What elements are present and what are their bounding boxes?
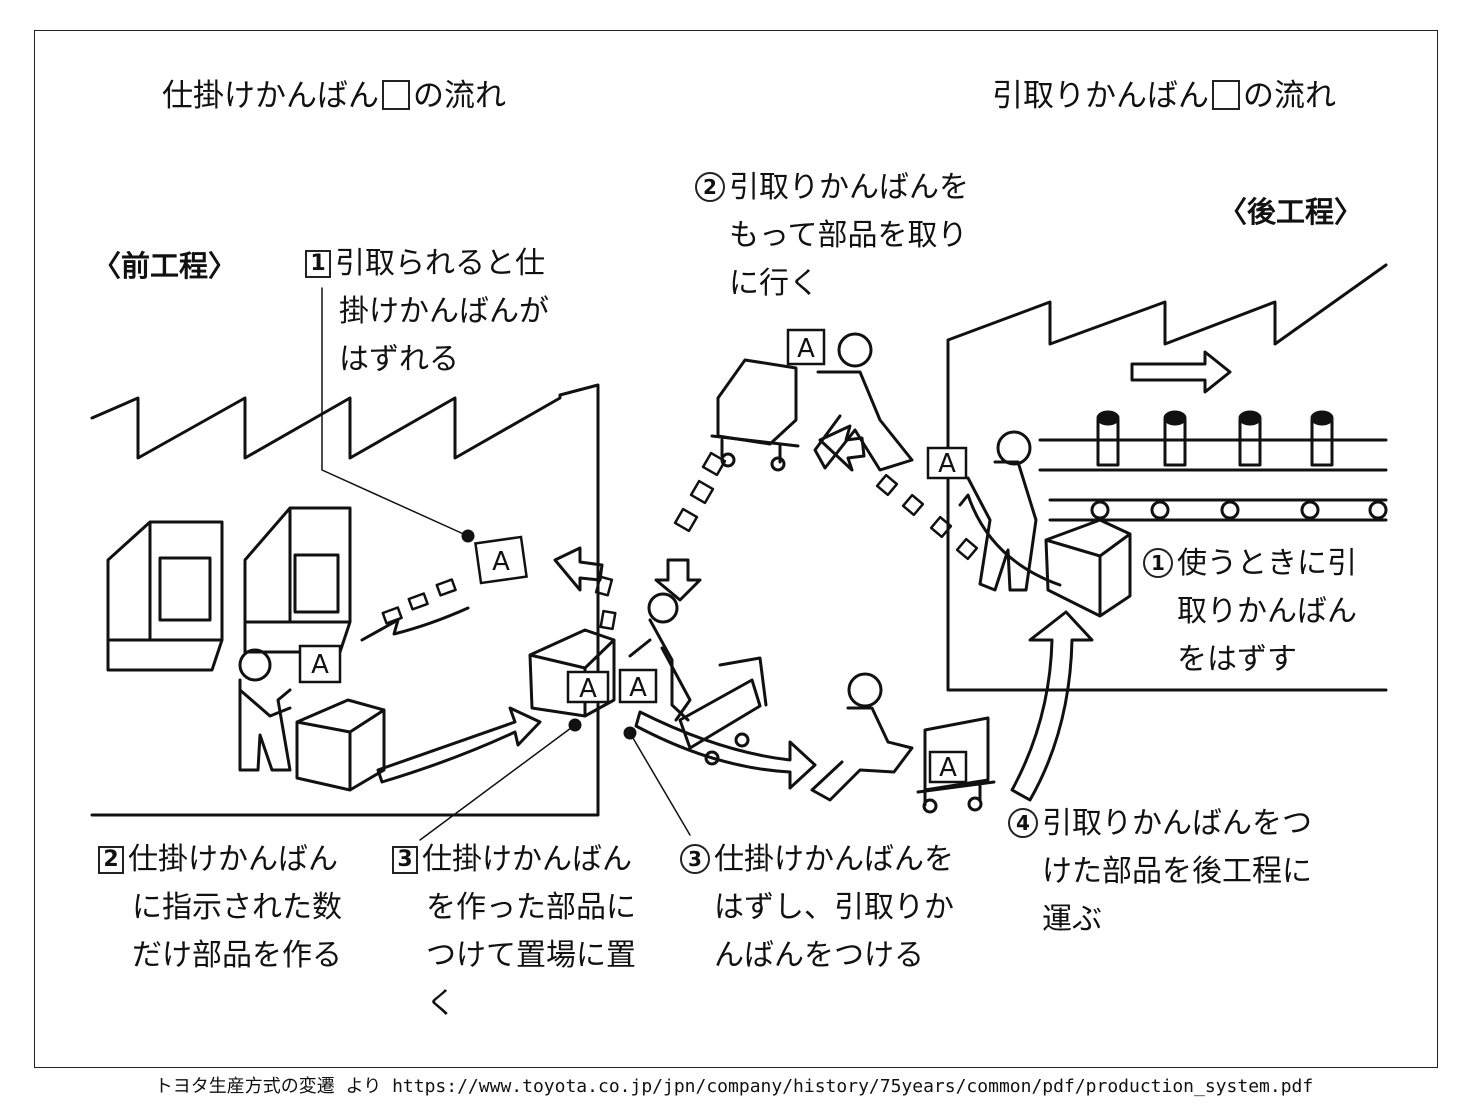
kanban-card-letter: A	[311, 650, 329, 680]
source-citation: トヨタ生産方式の変遷 より https://www.toyota.co.jp/j…	[154, 1076, 1314, 1097]
worker-carrier-bottom	[810, 706, 914, 802]
kanban-card-letter: A	[629, 673, 647, 703]
arrow-make-to-store	[376, 706, 542, 784]
worker-downstream	[966, 460, 1038, 592]
arrow-detach-downstream	[958, 493, 1062, 587]
arrow-kanban-removed	[553, 546, 604, 592]
kanban-loop-dashes	[381, 451, 979, 631]
worker-upstream	[238, 678, 292, 772]
leader-step3-box	[419, 724, 576, 841]
kanban-card-7: A	[928, 750, 968, 784]
label-downstream-process: 〈後工程〉	[1218, 195, 1364, 229]
flow-arrow-right	[1130, 350, 1232, 394]
machine-left	[106, 520, 224, 672]
kanban-card-letter: A	[492, 547, 510, 577]
cart-box-bottom	[923, 716, 990, 792]
arrow-down-to-store	[654, 558, 702, 602]
arrow-store-to-cart	[634, 710, 817, 790]
kanban-card-letter: A	[797, 334, 815, 364]
kanban-card-1: A	[474, 535, 528, 585]
label-upstream-process: 〈前工程〉	[92, 249, 238, 283]
arrow-to-downstream	[1010, 610, 1094, 802]
heading-withdrawal-kanban: 引取りかんばんの流れ	[992, 78, 1336, 114]
kanban-card-letter: A	[579, 674, 597, 704]
arrow-back-top	[818, 424, 866, 472]
leader-step1-box	[321, 287, 469, 537]
machine-right	[243, 506, 352, 654]
kanban-card-4: A	[618, 668, 658, 704]
diagram-frame	[34, 30, 1438, 1068]
kanban-card-3: A	[566, 670, 610, 704]
cart-top	[710, 434, 800, 464]
arrow-back-left	[360, 606, 470, 642]
worker-carrier-top	[813, 370, 914, 472]
kanban-symbol-box	[382, 80, 410, 110]
kanban-card-5: A	[786, 328, 826, 366]
heading-work-in-process-kanban: 仕掛けかんばんの流れ	[162, 78, 506, 114]
cart-box-top	[716, 358, 798, 446]
parts-box-downstream	[1044, 518, 1132, 618]
cart-empty	[678, 656, 768, 750]
conveyor	[1038, 438, 1388, 522]
kanban-card-letter: A	[939, 753, 957, 783]
parts-box-upstream	[295, 698, 386, 792]
leader-step3-circle	[629, 732, 691, 836]
kanban-card-2: A	[298, 644, 342, 684]
upstream-factory-outline	[90, 383, 600, 817]
kanban-card-6: A	[926, 446, 968, 480]
kanban-symbol-box	[1212, 80, 1240, 110]
worker-store	[628, 618, 692, 722]
kanban-card-letter: A	[938, 449, 956, 479]
